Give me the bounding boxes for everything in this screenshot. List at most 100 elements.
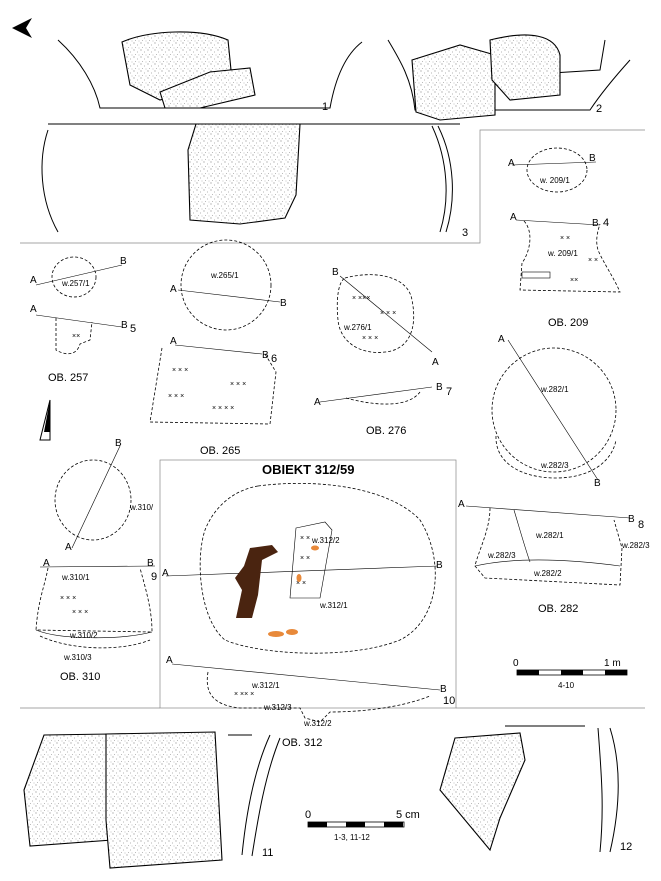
ob282-b2: B <box>628 514 635 525</box>
scale-m-caption: 4-10 <box>558 681 575 690</box>
scale-m-end: 1 m <box>604 658 621 669</box>
ob312-layer-sec-2: w.312/2 <box>303 719 332 728</box>
svg-text:× × ×: × × × <box>362 335 378 342</box>
ob265-b: B <box>280 298 287 309</box>
scale-bar-cm: 0 5 cm 1-3, 11-12 <box>305 809 420 842</box>
ob282-layer-plan-1: w.282/1 <box>540 385 569 394</box>
ob209-label: OB. 209 <box>548 317 588 329</box>
svg-text:× × ×: × × × <box>172 367 188 374</box>
ob257-a: A <box>30 275 37 286</box>
ob276-b2: B <box>436 382 443 393</box>
svg-text:× ×: × × <box>300 555 310 562</box>
scale-bar-m: 0 1 m 4-10 <box>513 658 628 690</box>
ob310-layer-1: w.310/1 <box>61 573 90 582</box>
ob282-b: B <box>594 478 601 489</box>
number-3: 3 <box>462 227 468 239</box>
number-10: 10 <box>443 695 455 707</box>
ob276-a2: A <box>314 397 321 408</box>
number-2: 2 <box>596 103 602 115</box>
svg-text:× ×: × × <box>296 580 306 587</box>
number-7: 7 <box>446 386 452 398</box>
ob209-layer-section: w. 209/1 <box>547 249 578 258</box>
ob209-b: B <box>589 153 596 164</box>
number-9: 9 <box>151 571 157 583</box>
ob312-a: A <box>162 568 169 579</box>
svg-text:× × ×: × × × <box>168 393 184 400</box>
sherd-11: 11 <box>23 731 281 869</box>
svg-text:× ×: × × <box>300 535 310 542</box>
ob310-b2: B <box>147 558 154 569</box>
svg-text:× ×: × × <box>560 235 570 242</box>
ob282-a2: A <box>458 499 465 510</box>
svg-text:× × × ×: × × × × <box>212 405 234 412</box>
ob276-layer: w.276/1 <box>343 323 372 332</box>
svg-text:× ×××: × ××× <box>352 295 370 302</box>
scale-cm-end: 5 cm <box>396 809 420 821</box>
ob312-layer-sec-1a: w.312/1 <box>251 681 280 690</box>
svg-text:× ×: × × <box>588 257 598 264</box>
ob282-layer-sec-3b: w.282/3 <box>621 541 650 550</box>
ob310-b: B <box>115 438 122 449</box>
number-6: 6 <box>271 353 277 365</box>
ob282-a: A <box>498 334 505 345</box>
ob312-label: OB. 312 <box>282 737 322 749</box>
ob276-drawing: B A w.276/1 × ×××× × ×× × × A B 7 OB. 27… <box>314 267 452 437</box>
ob265-a2: A <box>170 336 177 347</box>
scale-cm-zero: 0 <box>305 809 311 821</box>
scale-cm-caption: 1-3, 11-12 <box>334 833 370 842</box>
ob312-section: A B 10 w.312/1 w.312/3 w.312/2 × ×× × OB… <box>166 655 455 749</box>
ob312-a2: A <box>166 655 173 666</box>
svg-text:× × ×: × × × <box>72 609 88 616</box>
ob310-a: A <box>65 542 72 553</box>
svg-text:× × ×: × × × <box>230 381 246 388</box>
vessel-3: 3 <box>41 123 468 239</box>
ob257-layer: w.257/1 <box>61 279 90 288</box>
sherd-12: 12 <box>439 725 632 853</box>
frame-center <box>159 459 457 709</box>
ochre-spot-3 <box>268 631 284 637</box>
number-12: 12 <box>620 841 632 853</box>
ob282-layer-sec-2: w.282/2 <box>533 569 562 578</box>
ob282-layer-sec-3a: w.282/3 <box>487 551 516 560</box>
ob265-a: A <box>170 284 177 295</box>
number-8: 8 <box>638 519 644 531</box>
ob265-drawing: A B w.265/1 A B 6 × × ×× × × × × ×× × × … <box>149 239 287 457</box>
number-4: 4 <box>603 217 609 229</box>
arrow-left-icon <box>12 18 32 38</box>
number-5: 5 <box>130 323 136 335</box>
ob257-b2: B <box>121 320 128 331</box>
ob282-section: A B 8 w.282/1 w.282/3 w.282/3 w.282/2 OB… <box>458 499 650 615</box>
svg-text:××: ×× <box>72 333 80 340</box>
ob310-layer-2: w.310/2 <box>69 631 98 640</box>
vessel-2: 2 <box>387 34 631 121</box>
ob209-a: A <box>508 158 515 169</box>
ob257-label: OB. 257 <box>48 372 88 384</box>
ob312-plan: OBIEKT 312/59 A B × ×× ×× × w.312/2 w.31… <box>162 462 443 654</box>
svg-text:× ×× ×: × ×× × <box>234 691 254 698</box>
ob282-layer-sec-1: w.282/1 <box>535 531 564 540</box>
ob310-drawing: A B w.310/ A B 9 w.310/1 w.310/2 w.310/3… <box>35 438 157 683</box>
ob312-b2: B <box>440 684 447 695</box>
number-1: 1 <box>322 101 328 113</box>
ochre-spot-4 <box>286 629 298 635</box>
svg-text:× × ×: × × × <box>60 595 76 602</box>
ob265-b2: B <box>262 350 269 361</box>
ob310-label: OB. 310 <box>60 671 100 683</box>
ob265-label: OB. 265 <box>200 445 240 457</box>
ob257-a2: A <box>30 304 37 315</box>
ob312-layer-plan-2: w.312/2 <box>311 536 340 545</box>
north-arrow-icon <box>39 399 51 441</box>
ochre-spot-2 <box>296 574 302 582</box>
ob312-layer-sec-3: w.312/3 <box>263 703 292 712</box>
main-title: OBIEKT 312/59 <box>262 462 355 477</box>
vessel-1: 1 <box>57 31 363 113</box>
ob310-layer-3: w.310/3 <box>63 653 92 662</box>
ob282-layer-plan-3: w.282/3 <box>540 461 569 470</box>
ob209-b2: B <box>592 218 599 229</box>
svg-text:× × ×: × × × <box>380 310 396 317</box>
ochre-spot-1 <box>311 545 319 551</box>
ob312-b: B <box>436 560 443 571</box>
ob276-b: B <box>332 267 339 278</box>
